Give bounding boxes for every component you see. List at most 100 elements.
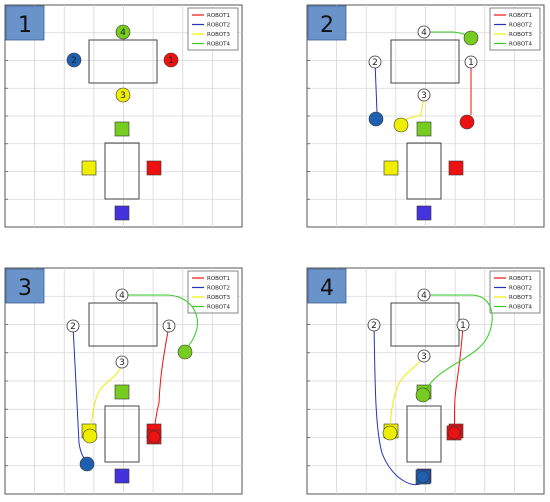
start-marker-1: [456, 318, 470, 332]
start-marker-4: [115, 288, 129, 302]
path-robot1: [453, 324, 464, 431]
grid: [5, 267, 242, 495]
robot-3: [393, 117, 409, 133]
goal-square-robot1: [448, 160, 464, 176]
panel-number: 1: [18, 13, 32, 38]
robot-1: [446, 425, 462, 441]
start-marker-2: [367, 318, 381, 332]
start-marker-3: [417, 88, 431, 102]
legend-label: ROBOT1: [509, 276, 532, 282]
start-marker-2: [368, 55, 382, 69]
obstacle-bottom: [104, 142, 140, 200]
legend-label: ROBOT2: [509, 23, 532, 29]
panel-number: 3: [18, 276, 32, 301]
robot-ring-2: [416, 470, 430, 484]
obstacle-bottom: [104, 405, 140, 463]
robot-2: [66, 52, 82, 68]
legend-label: ROBOT1: [509, 13, 532, 19]
goal-square-robot3: [81, 160, 97, 176]
path-robot1: [153, 325, 170, 432]
robot-3: [382, 425, 398, 441]
robot-4: [463, 30, 479, 46]
start-label-1: 1: [168, 56, 174, 66]
goal-square-robot2: [114, 205, 130, 221]
robot-2: [368, 111, 384, 127]
goal-square-robot4: [416, 121, 432, 137]
start-label-3: 3: [120, 91, 126, 101]
panel-number-box: [307, 268, 347, 304]
robot-3: [115, 87, 131, 103]
start-label-4: 4: [119, 291, 125, 301]
start-label-2: 2: [371, 321, 377, 331]
obstacle-top: [88, 302, 158, 347]
grid: [307, 4, 544, 228]
goal-square-robot1: [146, 160, 162, 176]
panel-number-box: [5, 268, 45, 304]
start-label-3: 3: [421, 352, 427, 362]
start-marker-2: [66, 319, 80, 333]
obstacle-bottom: [406, 405, 442, 463]
obstacle-top: [88, 39, 158, 84]
panel-number-box: [307, 5, 347, 41]
obstacle-bottom: [406, 142, 442, 200]
start-label-1: 1: [468, 58, 474, 68]
goal-square-robot3: [383, 160, 399, 176]
panel-number-badge: 1: [5, 5, 45, 41]
start-label-2: 2: [372, 58, 378, 68]
start-marker-3: [417, 349, 431, 363]
path-robot3: [389, 355, 425, 431]
path-robot2: [374, 61, 378, 113]
robot-2: [415, 469, 431, 485]
legend-label: ROBOT1: [207, 276, 230, 282]
robot-2: [79, 456, 95, 472]
panel-number-badge: 2: [307, 5, 347, 41]
path-robot2: [373, 324, 424, 486]
legend-label: ROBOT2: [207, 286, 230, 292]
robot-4: [115, 24, 131, 40]
robot-ring-1: [147, 430, 161, 444]
start-marker-4: [417, 288, 431, 302]
legend-label: ROBOT4: [207, 42, 231, 48]
start-label-4: 4: [421, 28, 427, 38]
panel-number: 4: [320, 276, 334, 301]
path-robot4: [424, 294, 493, 393]
robot-ring-1: [447, 426, 461, 440]
start-label-4: 4: [421, 291, 427, 301]
path-robot3: [402, 94, 425, 121]
legend-label: ROBOT3: [509, 32, 533, 38]
goal-square-robot2: [416, 205, 432, 221]
start-label-4: 4: [120, 28, 126, 38]
robot-1: [163, 52, 179, 68]
start-marker-1: [464, 55, 478, 69]
robot-1: [459, 114, 475, 130]
goal-square-robot4: [114, 121, 130, 137]
start-label-2: 2: [71, 56, 77, 66]
start-label-2: 2: [70, 322, 76, 332]
robot-4: [177, 344, 193, 360]
legend-label: ROBOT1: [207, 13, 230, 19]
robot-4: [415, 387, 431, 403]
start-marker-1: [162, 319, 176, 333]
legend-label: ROBOT4: [207, 305, 231, 311]
start-marker-3: [115, 355, 129, 369]
legend-label: ROBOT2: [207, 23, 230, 29]
start-label-3: 3: [421, 91, 427, 101]
path-robot4: [122, 294, 199, 351]
start-label-3: 3: [119, 358, 125, 368]
panel-number-badge: 3: [5, 268, 45, 304]
legend-label: ROBOT3: [207, 32, 231, 38]
robot-1: [146, 429, 162, 445]
path-robot3: [90, 361, 123, 432]
panel-number: 2: [320, 13, 334, 38]
legend-label: ROBOT3: [509, 295, 533, 301]
panel-number-box: [5, 5, 45, 41]
legend-label: ROBOT4: [509, 305, 533, 311]
legend-label: ROBOT2: [509, 286, 532, 292]
